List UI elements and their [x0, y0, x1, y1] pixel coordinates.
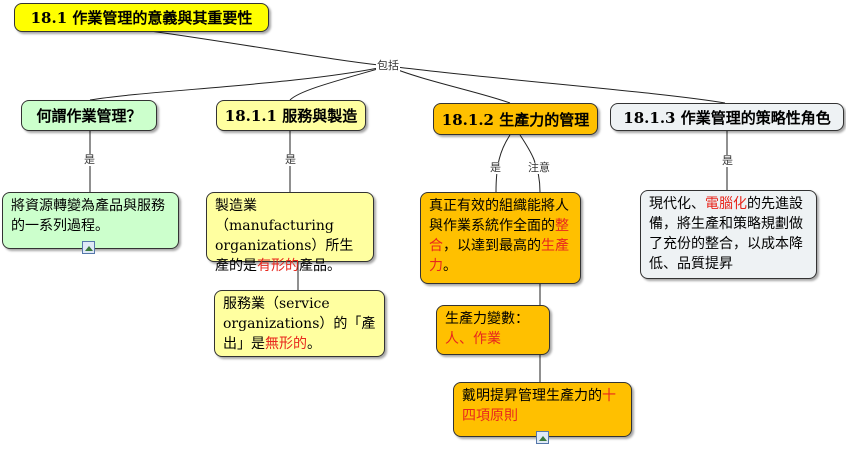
topic-strategic-role[interactable]: 18.1.3 作業管理的策略性角色: [610, 103, 844, 131]
note-text: 將資源轉變為產品與服務的一系列過程。: [11, 198, 165, 234]
link-label-includes: 包括: [376, 59, 400, 72]
topic-productivity-management[interactable]: 18.1.2 生產力的管理: [433, 103, 598, 135]
note-manufacturing[interactable]: 製造業（manufacturing organizations）所生產的是有形的…: [206, 192, 374, 274]
topic-label: 18.1.3 作業管理的策略性角色: [623, 108, 831, 127]
topic-label: 18.1.1 服務與製造: [224, 107, 358, 125]
note-operations-definition[interactable]: 將資源轉變為產品與服務的一系列過程。: [2, 192, 179, 249]
note-productivity-variables[interactable]: 生產力變數：人、作業: [436, 305, 550, 355]
image-attachment-icon[interactable]: [536, 431, 549, 444]
link-label-note: 注意: [527, 161, 551, 174]
note-effective-organization[interactable]: 真正有效的組織能將人與作業系統作全面的整合，以達到最高的生產力。: [420, 192, 581, 284]
link-label-is: 是: [284, 153, 297, 166]
link-label-is: 是: [721, 154, 734, 167]
image-attachment-icon[interactable]: [82, 241, 95, 254]
emphasis-tangible: 有形的: [257, 258, 299, 274]
link-label-is: 是: [83, 153, 96, 166]
root-topic[interactable]: 18.1 作業管理的意義與其重要性: [14, 3, 269, 32]
topic-label: 何謂作業管理？: [36, 107, 142, 125]
note-services[interactable]: 服務業（service organizations）的「產出」是無形的。: [214, 290, 385, 357]
topic-what-is-operations-management[interactable]: 何謂作業管理？: [21, 100, 157, 131]
note-strategic-role[interactable]: 現代化、電腦化的先進設備，將生產和策略規劃做了充份的整合，以成本降低、品質提昇: [640, 190, 817, 279]
topic-label: 18.1.2 生產力的管理: [441, 110, 590, 129]
emphasis-intangible: 無形的: [265, 336, 307, 352]
topic-services-and-manufacturing[interactable]: 18.1.1 服務與製造: [216, 100, 366, 131]
link-label-is: 是: [489, 161, 502, 174]
note-deming-principles[interactable]: 戴明提昇管理生產力的十四項原則: [453, 382, 632, 437]
root-topic-label: 18.1 作業管理的意義與其重要性: [30, 9, 253, 27]
